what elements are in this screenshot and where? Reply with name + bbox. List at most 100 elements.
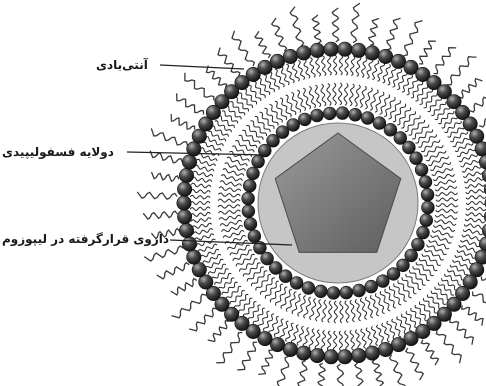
lipid-tail [190,207,210,211]
phospholipid-head [415,163,428,176]
antibody-strand [232,31,254,66]
lipid-tail [433,174,454,180]
lipid-tail [402,314,413,331]
antibody-strand [337,364,344,386]
lipid-tail [219,187,241,192]
phospholipid-head [349,108,362,121]
antibody-strand [208,321,229,342]
lipid-tail [466,190,486,194]
lipid-tail [225,163,246,171]
lipid-tail [200,148,219,156]
antibody-strand [312,15,321,43]
lipid-tail [298,296,306,317]
lipid-tail [310,58,315,78]
phospholipid-head [247,167,260,180]
lipid-tail [464,178,484,183]
lipid-tail [436,192,458,196]
lipid-tail [191,218,211,222]
lipid-tail [466,196,486,200]
antibody-strand [459,79,482,99]
phospholipid-head [179,223,193,237]
lipid-tail [274,319,283,337]
phospholipid-head [373,117,386,130]
lipid-tail [258,311,269,328]
lipid-tail [453,137,471,147]
antibody-strand [332,8,338,42]
phospholipid-head [192,263,206,277]
lipid-tail [351,56,355,76]
lipid-tail [269,105,282,123]
lipid-tail [435,220,457,225]
lipid-tail [195,234,214,240]
antibody-strand [177,93,204,114]
lipid-tail [218,205,240,208]
phospholipid-head [378,49,392,63]
lipid-tail [190,195,210,199]
phospholipid-head [419,176,432,189]
phospholipid-head [482,168,486,182]
lipid-tail [462,166,481,172]
lipid-tail [321,84,326,106]
antibody-strand [258,350,272,374]
lipid-tail [436,198,458,201]
lipid-tail [429,240,449,249]
lipid-tail [435,215,457,220]
lipid-tail [372,326,378,345]
lipid-tail [222,226,243,232]
lipid-tail [340,301,343,323]
lipid-tail [397,72,407,90]
lipid-tail [292,294,301,314]
phospholipid-head [470,129,484,143]
antibody-strand [216,333,242,363]
lipid-tail [372,61,378,80]
lipid-tail [407,78,418,95]
lipid-tail [303,328,309,348]
antibody-strand [189,308,217,331]
phospholipid-head [338,350,352,364]
lipid-tail [229,151,249,161]
antibody-strand [171,114,195,130]
lipid-tail [375,92,384,112]
lipid-tail [333,83,336,105]
lipid-tail [366,328,372,348]
lipid-tail [345,331,349,351]
lipid-tail [367,59,373,79]
antibody-strand [206,66,226,88]
lipid-tail [384,97,395,116]
lipid-tail [264,314,275,331]
phospholipid-head [403,141,416,154]
lipid-tail [344,83,348,105]
lipid-tail [448,269,465,280]
lipid-tail [249,85,261,101]
phospholipid-head [340,286,353,299]
lipid-tail [465,218,485,222]
lipid-tail [264,75,275,92]
lipid-tail [466,213,486,217]
lipid-tail [457,250,476,258]
lipid-tail [334,55,337,75]
antibody-strand [290,7,303,47]
lipid-tail [316,300,321,322]
lipid-tail [394,283,407,301]
lipid-tail [455,143,473,152]
lipid-tail [275,69,284,87]
lipid-tail [380,291,390,311]
antibody-strand [255,31,270,58]
phospholipid-head [298,113,311,126]
antibody-strand [462,306,483,326]
lipid-tail [466,207,486,211]
lipid-tail [195,165,214,171]
lipid-tail [356,57,361,77]
lipid-tail [190,201,210,204]
lipid-tail [193,229,213,234]
antibody-strand [481,276,486,294]
phospholipid-head [365,346,379,360]
phospholipid-head [475,142,486,156]
lipid-tail [205,259,223,269]
phospholipid-head [182,237,196,251]
antibody-strand [137,192,177,199]
phospholipid-head [376,275,389,288]
lipid-tail [397,316,407,334]
phospholipid-head [297,46,311,60]
antibody-leader-line [160,65,244,69]
